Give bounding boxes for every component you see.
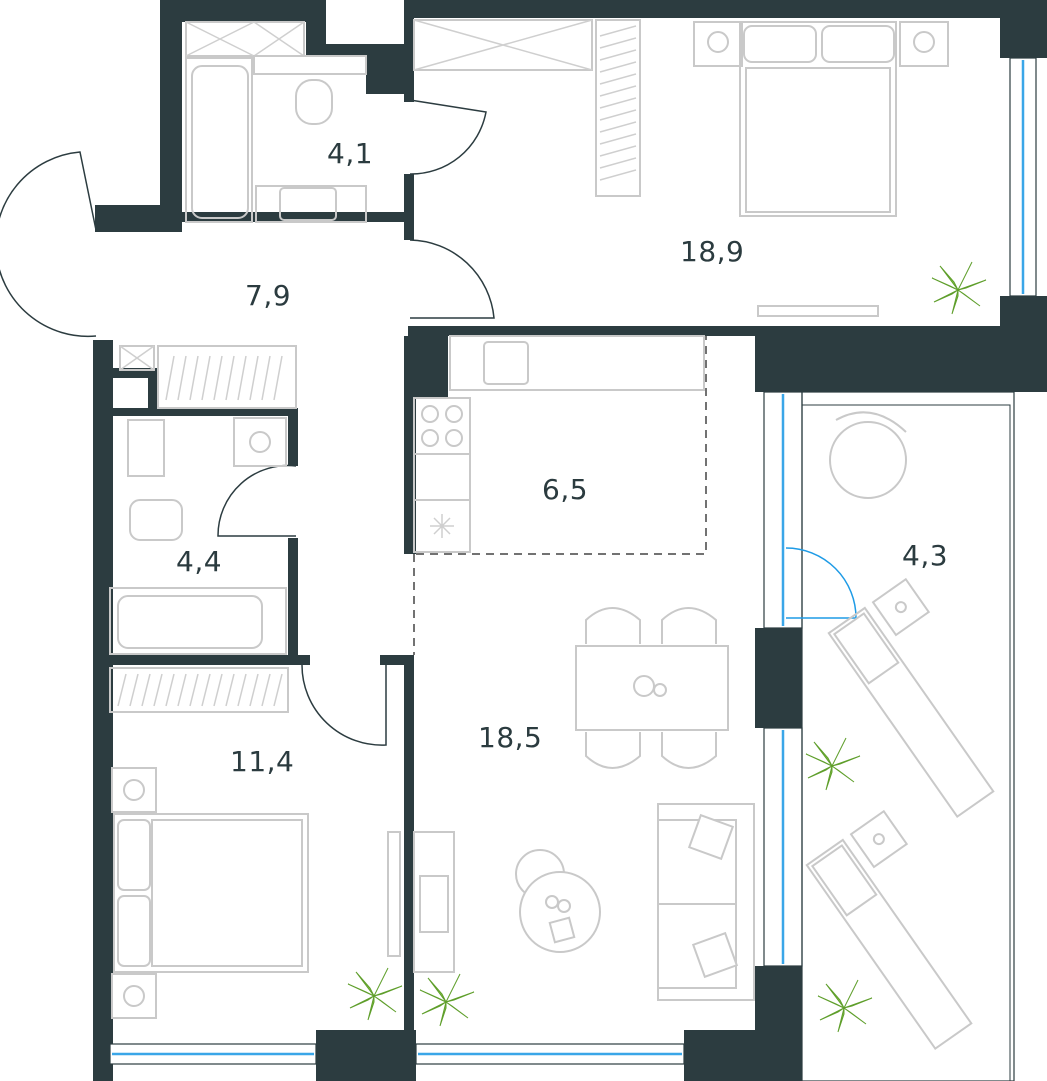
dining-set	[575, 607, 729, 769]
area-label-bathroom-2: 4,4	[176, 545, 223, 578]
bathroom-1-fixtures	[185, 21, 367, 223]
area-label-bedroom-1: 18,9	[680, 235, 745, 268]
doors	[0, 99, 857, 746]
plant-icon	[347, 967, 403, 1021]
area-label-living-room: 18,5	[478, 721, 543, 754]
area-label-bathroom-1: 4,1	[327, 137, 374, 170]
kitchen-fixtures	[413, 335, 705, 553]
windows	[109, 57, 1037, 1065]
area-label-hallway: 7,9	[245, 279, 292, 312]
living-furniture	[387, 803, 755, 1001]
balcony-furniture	[805, 411, 995, 1051]
area-label-kitchen: 6,5	[542, 473, 589, 506]
walls	[93, 0, 1047, 1081]
plant-icon	[805, 737, 861, 791]
bedroom-1-furniture	[413, 19, 949, 317]
hallway-wardrobe	[119, 345, 297, 409]
plant-icon	[817, 979, 873, 1033]
balcony-outline	[801, 391, 1015, 1081]
plant-icon	[419, 973, 475, 1027]
bedroom-2-furniture	[109, 667, 309, 1019]
plant-icon	[931, 261, 987, 315]
bathroom-2-fixtures	[109, 417, 287, 655]
area-label-balcony: 4,3	[902, 539, 949, 572]
kitchen-boundary	[413, 336, 707, 655]
area-label-bedroom-2: 11,4	[230, 745, 295, 778]
